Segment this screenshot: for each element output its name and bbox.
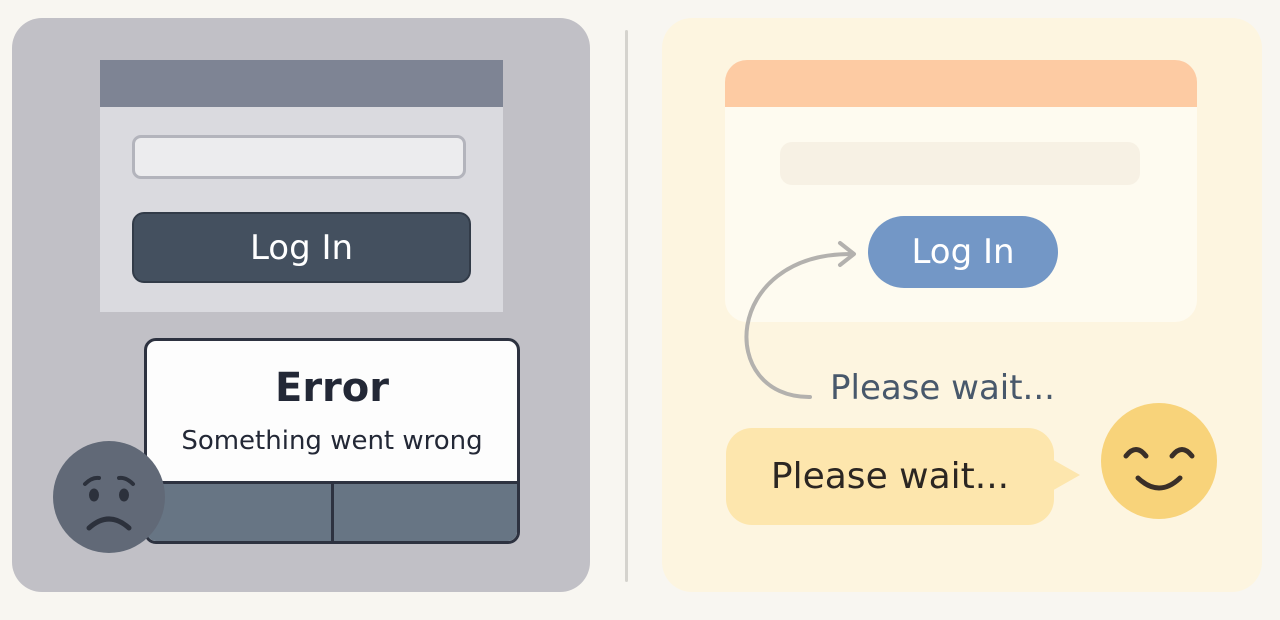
status-text: Please wait... — [830, 368, 1055, 408]
login-input-field[interactable] — [132, 135, 466, 179]
good-experience-panel: Log In Please wait... Please wait... — [662, 18, 1262, 592]
window-title-bar — [100, 60, 503, 107]
speech-bubble: Please wait... — [726, 428, 1054, 525]
login-button[interactable]: Log In — [132, 212, 471, 283]
smiling-face-icon — [1101, 403, 1217, 519]
login-button[interactable]: Log In — [868, 216, 1058, 288]
login-window: Log In — [725, 60, 1197, 322]
login-window: Log In — [100, 60, 503, 312]
login-input-field[interactable] — [780, 142, 1140, 185]
sad-face-icon — [53, 441, 165, 553]
error-dialog-button-left[interactable] — [147, 484, 331, 541]
error-title: Error — [275, 365, 389, 411]
error-dialog: Error Something went wrong — [144, 338, 520, 544]
error-dialog-button-right[interactable] — [330, 484, 517, 541]
error-message: Something went wrong — [181, 426, 483, 456]
panel-divider — [625, 30, 628, 582]
window-title-bar — [725, 60, 1197, 107]
error-dialog-actions — [147, 481, 517, 541]
speech-bubble-tail — [1050, 458, 1080, 492]
bad-experience-panel: Log In Error Something went wrong — [12, 18, 590, 592]
